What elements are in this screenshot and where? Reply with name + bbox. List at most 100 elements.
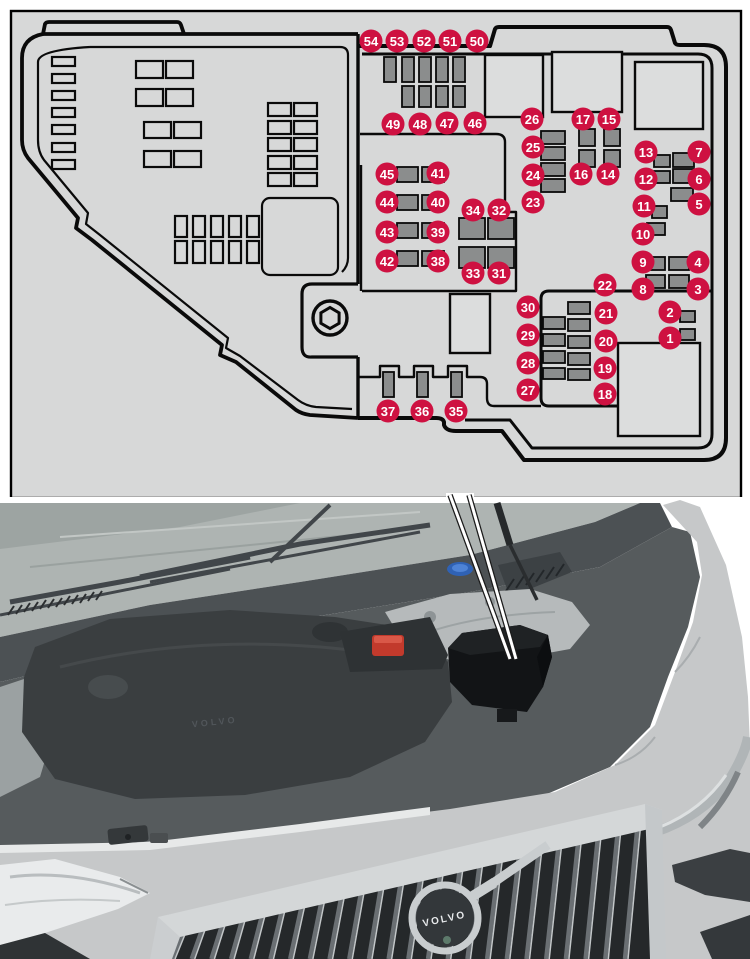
callout-12: 12 xyxy=(634,167,658,191)
fuse-slot xyxy=(578,128,596,147)
cover-detail-rect xyxy=(292,171,319,188)
fuse-slot xyxy=(418,56,432,83)
cover-detail-rect xyxy=(164,87,195,108)
grille-slat xyxy=(524,843,542,959)
svg-text:46: 46 xyxy=(468,116,482,131)
callout-41: 41 xyxy=(426,161,450,185)
callout-17: 17 xyxy=(571,107,595,131)
cover-detail-rect xyxy=(134,87,165,108)
callout-18: 18 xyxy=(593,382,617,406)
grille-slat xyxy=(622,820,641,959)
fuse-slot xyxy=(396,166,419,183)
cover-detail-rect xyxy=(245,214,261,239)
callout-1: 1 xyxy=(658,326,682,350)
callout-6: 6 xyxy=(687,167,711,191)
callout-20: 20 xyxy=(594,329,618,353)
callout-39: 39 xyxy=(426,220,450,244)
fuse-slot xyxy=(542,367,566,380)
grille-slat xyxy=(386,875,404,959)
cover-detail-rect xyxy=(209,239,225,265)
callout-36: 36 xyxy=(410,399,434,423)
callout-50: 50 xyxy=(465,29,489,53)
fusebox-right-section-rim xyxy=(362,52,714,450)
fuse-rects-layer xyxy=(382,56,696,398)
svg-text:22: 22 xyxy=(598,278,612,293)
callout-24: 24 xyxy=(521,163,545,187)
cover-detail-rect xyxy=(266,154,293,171)
callout-54: 54 xyxy=(359,29,383,53)
grille-slat-highlight xyxy=(390,876,406,959)
callout-43: 43 xyxy=(375,220,399,244)
svg-text:30: 30 xyxy=(521,300,535,315)
bolt-tab xyxy=(300,282,358,359)
fuse-slot xyxy=(668,274,690,289)
fuse-slot xyxy=(567,352,591,366)
grille-slat-highlight xyxy=(331,889,347,959)
cover-detail-rect xyxy=(50,89,77,102)
callout-13: 13 xyxy=(634,140,658,164)
callout-27: 27 xyxy=(516,378,540,402)
grille-slat-highlight xyxy=(587,830,603,959)
cover-detail-rect xyxy=(191,239,207,265)
callout-14: 14 xyxy=(596,162,620,186)
svg-text:25: 25 xyxy=(526,140,540,155)
grille-slat xyxy=(307,894,326,959)
grille-slat xyxy=(543,839,562,959)
fuse-slot xyxy=(567,335,591,349)
callout-51: 51 xyxy=(438,29,462,53)
svg-text:7: 7 xyxy=(695,145,702,160)
callout-35: 35 xyxy=(444,399,468,423)
callout-45: 45 xyxy=(375,162,399,186)
cover-detail-rect xyxy=(227,214,243,239)
cover-detail-rect xyxy=(209,214,225,239)
grille-slat xyxy=(484,852,503,959)
grille-slat-highlight xyxy=(627,820,642,959)
callout-11: 11 xyxy=(632,194,656,218)
right-headlight xyxy=(653,736,750,837)
fuse-slot xyxy=(567,318,591,332)
callout-44: 44 xyxy=(375,190,399,214)
svg-text:24: 24 xyxy=(526,168,541,183)
callout-38: 38 xyxy=(426,249,450,273)
grille-slat-highlight xyxy=(568,834,583,959)
callout-34: 34 xyxy=(461,198,485,222)
svg-text:23: 23 xyxy=(526,195,540,210)
cover-detail-rect xyxy=(292,154,319,171)
callout-28: 28 xyxy=(516,351,540,375)
grille-slat xyxy=(327,889,345,959)
cover-detail-rect xyxy=(173,239,189,265)
svg-text:27: 27 xyxy=(521,383,535,398)
cover-detail-rect xyxy=(173,214,189,239)
washer-fluid-cap xyxy=(447,562,473,576)
fuse-slot xyxy=(679,310,696,323)
callout-5: 5 xyxy=(687,192,711,216)
cover-detail-rect xyxy=(50,141,77,154)
cover-detail-rect xyxy=(164,59,195,80)
fuse-slot xyxy=(416,371,429,398)
svg-text:1: 1 xyxy=(666,331,673,346)
callout-9: 9 xyxy=(631,250,655,274)
fuse-slot xyxy=(401,85,415,108)
cover-detail-rect xyxy=(191,214,207,239)
grille-slat-highlight xyxy=(351,885,366,959)
cover-detail-rect xyxy=(172,149,203,169)
svg-text:28: 28 xyxy=(521,356,535,371)
cover-detail-rect xyxy=(245,239,261,265)
callout-25: 25 xyxy=(521,135,545,159)
svg-text:13: 13 xyxy=(639,145,653,160)
callout-53: 53 xyxy=(385,29,409,53)
grille-slat xyxy=(347,885,365,959)
fuse-slot xyxy=(418,85,432,108)
svg-text:11: 11 xyxy=(637,199,651,214)
svg-text:42: 42 xyxy=(380,254,394,269)
callout-26: 26 xyxy=(520,107,544,131)
svg-text:51: 51 xyxy=(443,34,457,49)
svg-text:43: 43 xyxy=(380,225,394,240)
callout-42: 42 xyxy=(375,249,399,273)
cover-detail-rect xyxy=(142,149,173,169)
grille-slat xyxy=(287,898,306,959)
svg-text:20: 20 xyxy=(599,334,613,349)
svg-text:16: 16 xyxy=(574,167,588,182)
svg-text:36: 36 xyxy=(415,404,429,419)
